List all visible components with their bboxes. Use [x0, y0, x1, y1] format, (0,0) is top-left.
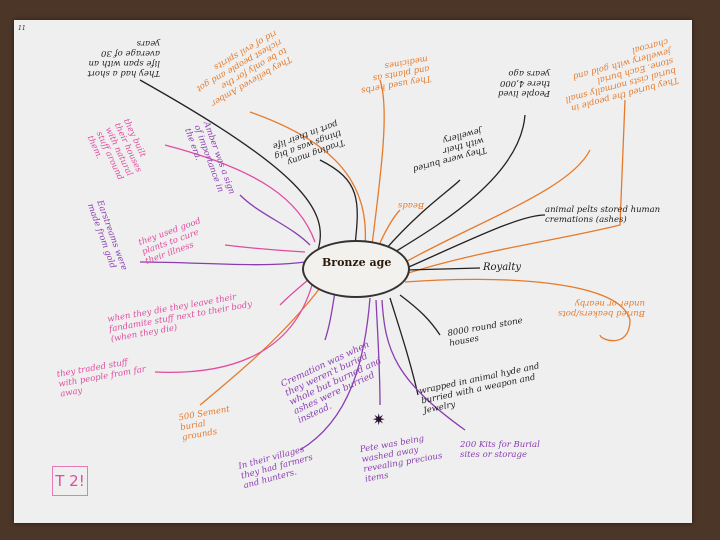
- branch-pelts: animal pelts stored human cremations (as…: [545, 205, 661, 225]
- line-amber-sign: [239, 194, 311, 246]
- branch-kits: 200 Kits for Burial sites or storage: [460, 440, 540, 460]
- branch-beads: Beads: [398, 200, 425, 210]
- grade-stamp: T 2!: [52, 466, 88, 496]
- branch-beakers: Buried beakers/pots under or nearby: [557, 298, 645, 318]
- line-grounds: [199, 287, 321, 406]
- line-kits: [381, 299, 466, 431]
- line-die: [279, 279, 309, 306]
- line-years: [389, 114, 526, 256]
- line-traded: [154, 284, 313, 373]
- line-beads: [377, 209, 401, 249]
- line-pete: [375, 299, 381, 406]
- center-topic-cloud: Bronze age: [302, 240, 410, 298]
- branch-lifespan: They had a short life span with an avera…: [87, 38, 160, 78]
- line-earstreams: [139, 261, 306, 266]
- line-beakers: [404, 278, 631, 342]
- page-number: 11: [18, 25, 26, 32]
- line-villages: [299, 297, 371, 451]
- line-lifespan: [139, 79, 321, 251]
- line-pelts2: [401, 99, 626, 276]
- line-cists: [399, 149, 591, 266]
- line-royalty: [405, 267, 481, 271]
- line-built: [164, 144, 316, 243]
- center-topic: Bronze age: [322, 256, 392, 269]
- line-jewellery: [384, 179, 461, 251]
- line-amber-rich: [249, 111, 367, 246]
- branch-years: People lived there 4,000 years ago: [497, 68, 550, 98]
- line-houses: [399, 294, 441, 336]
- line-plants: [224, 244, 306, 253]
- line-trading: [319, 159, 358, 246]
- branch-royalty: Royalty: [483, 262, 522, 273]
- line-herbs: [371, 79, 385, 246]
- star-scribble-icon: ✷: [372, 410, 386, 429]
- line-wrapped: [389, 297, 419, 396]
- line-cremation: [324, 291, 336, 341]
- line-pelts: [401, 214, 546, 271]
